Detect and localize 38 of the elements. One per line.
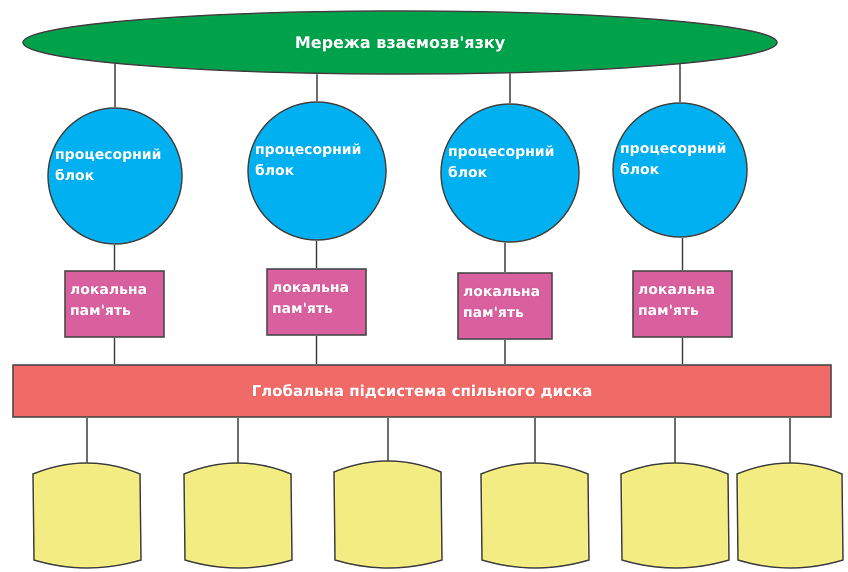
processor-circle bbox=[47, 107, 183, 245]
connector-line bbox=[682, 238, 684, 270]
connector-line bbox=[504, 340, 506, 364]
memory-box bbox=[457, 272, 553, 340]
connector-line bbox=[114, 338, 116, 364]
node-label: процесорний блок bbox=[620, 140, 728, 180]
processor-circle bbox=[440, 103, 580, 243]
connector-line bbox=[114, 245, 116, 270]
processor-circle bbox=[247, 101, 387, 241]
connector-line bbox=[679, 64, 681, 102]
connector-line bbox=[509, 74, 511, 103]
connector-line bbox=[316, 241, 318, 268]
connector-line bbox=[316, 74, 318, 101]
node-label: Мережа взаємозв'язку bbox=[294, 32, 506, 54]
connector-line bbox=[387, 418, 389, 461]
connector-line bbox=[237, 418, 239, 463]
processor-circle bbox=[612, 102, 748, 238]
node-label: Глобальна підсистема спільного диска bbox=[252, 380, 592, 402]
connector-line bbox=[674, 418, 676, 463]
node-label: локальна пам'ять bbox=[463, 283, 542, 323]
connector-line bbox=[86, 418, 88, 463]
network-ellipse bbox=[22, 10, 778, 75]
node-label: процесорний блок bbox=[255, 141, 362, 181]
connector-line bbox=[504, 242, 506, 272]
connector-line bbox=[534, 418, 536, 463]
node-label: локальна пам'ять bbox=[638, 281, 716, 321]
disk-subsystem-bar bbox=[12, 364, 832, 418]
connector-line bbox=[316, 336, 318, 364]
node-label: локальна пам'ять bbox=[70, 281, 148, 321]
connector-line bbox=[789, 418, 791, 463]
connector-line bbox=[682, 338, 684, 364]
memory-box bbox=[64, 270, 165, 338]
node-label: процесорний блок bbox=[448, 143, 556, 183]
node-label: локальна пам'ять bbox=[272, 279, 350, 319]
memory-box bbox=[266, 268, 367, 336]
memory-box bbox=[632, 270, 733, 338]
connector-line bbox=[114, 64, 116, 107]
node-label: процесорний блок bbox=[55, 146, 162, 186]
